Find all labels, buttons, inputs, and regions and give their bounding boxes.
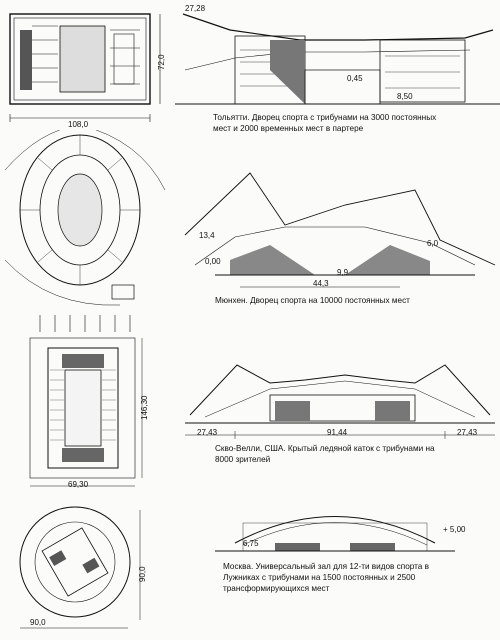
mos-h: 90,0: [138, 566, 147, 582]
squaw-plan: 146,30 69,30: [0, 310, 170, 495]
sq-plan-h: 146,30: [140, 395, 149, 420]
tog-width-dim: 108,0: [68, 120, 89, 129]
togliatti-section: 27,28 0,45 8,50 Тольятти. Дворец спорта …: [175, 0, 500, 165]
sq-plan-w: 69,30: [68, 480, 89, 489]
sq-mid: 91,44: [327, 428, 348, 437]
mun-elev-a: 13,4: [199, 231, 215, 240]
sq-left: 27,43: [197, 428, 218, 437]
tog-elev-a: 0,45: [347, 74, 363, 83]
tog-height-dim: 72,0: [157, 54, 166, 70]
tog-elev-b: 8,50: [397, 92, 413, 101]
moscow-section: 6,75 + 5,00 Москва. Универсальный зал дл…: [175, 495, 500, 640]
mos-w: 90,0: [30, 618, 46, 627]
mos-elev-b: + 5,00: [443, 525, 466, 534]
caption-munich: Мюнхен. Дворец спорта на 10000 постоянны…: [215, 296, 410, 305]
moscow-plan: 90,0 90,0: [0, 490, 170, 640]
caption-togliatti: Тольятти. Дворец спорта с трибунами на 3…: [213, 113, 437, 133]
caption-moscow: Москва. Универсальный зал для 12-ти видо…: [223, 562, 429, 593]
munich-plan: [0, 130, 170, 310]
caption-squaw: Скво-Велли, США. Крытый ледяной каток с …: [215, 444, 435, 464]
togliatti-plan: 108,0 72,0: [0, 0, 170, 130]
sq-right: 27,43: [457, 428, 478, 437]
squaw-section: 27,43 91,44 27,43 Скво-Велли, США. Крыты…: [175, 345, 500, 475]
tog-elev-top: 27,28: [185, 4, 206, 13]
mun-elev-b: 0,00: [205, 257, 221, 266]
mun-elev-c: 6,0: [427, 239, 439, 248]
mos-elev-a: 6,75: [243, 539, 259, 548]
munich-section: 13,4 0,00 6,0 9,9 44,3 Мюнхен. Дворец сп…: [175, 165, 500, 315]
mun-small: 9,9: [337, 268, 349, 277]
mun-span: 44,3: [313, 279, 329, 288]
